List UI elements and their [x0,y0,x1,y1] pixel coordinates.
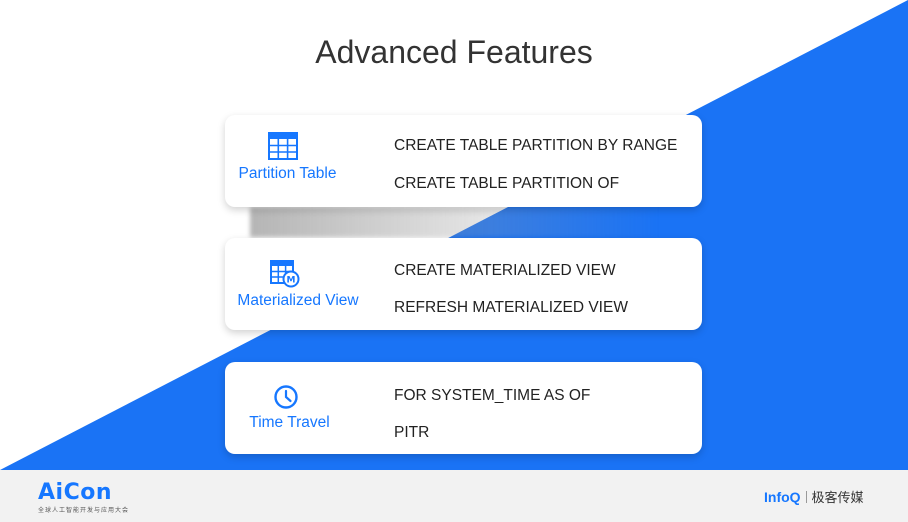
clock-icon [274,385,298,409]
feature-label: Partition Table [238,165,337,182]
feature-command: PITR [394,424,430,441]
aicon-logo: AiCon [38,480,112,505]
feature-card-left: M Materialized View [225,238,359,330]
footer-bar [0,470,908,522]
svg-text:M: M [287,276,296,286]
feature-card-left: Time Travel [225,362,350,454]
feature-card-partition-table: Partition Table CREATE TABLE PARTITION B… [225,115,702,207]
feature-label: Materialized View [237,292,359,309]
feature-command: CREATE TABLE PARTITION BY RANGE [394,137,678,154]
feature-card-materialized-view: M Materialized View CREATE MATERIALIZED … [225,238,702,330]
slide-title: Advanced Features [315,34,593,70]
table-grid-icon [268,132,298,160]
feature-card-time-travel: Time Travel FOR SYSTEM_TIME AS OF PITR [225,362,702,454]
feature-command: CREATE TABLE PARTITION OF [394,175,620,192]
materialized-view-icon: M [270,260,300,288]
card-shadow-band [250,207,660,237]
aicon-logo-subtitle: 全球人工智能开发与应用大会 [38,508,130,514]
feature-label: Time Travel [249,414,330,431]
feature-command: FOR SYSTEM_TIME AS OF [394,387,591,404]
feature-command: CREATE MATERIALIZED VIEW [394,262,616,279]
feature-card-left: Partition Table [225,115,350,207]
feature-command: REFRESH MATERIALIZED VIEW [394,299,628,316]
